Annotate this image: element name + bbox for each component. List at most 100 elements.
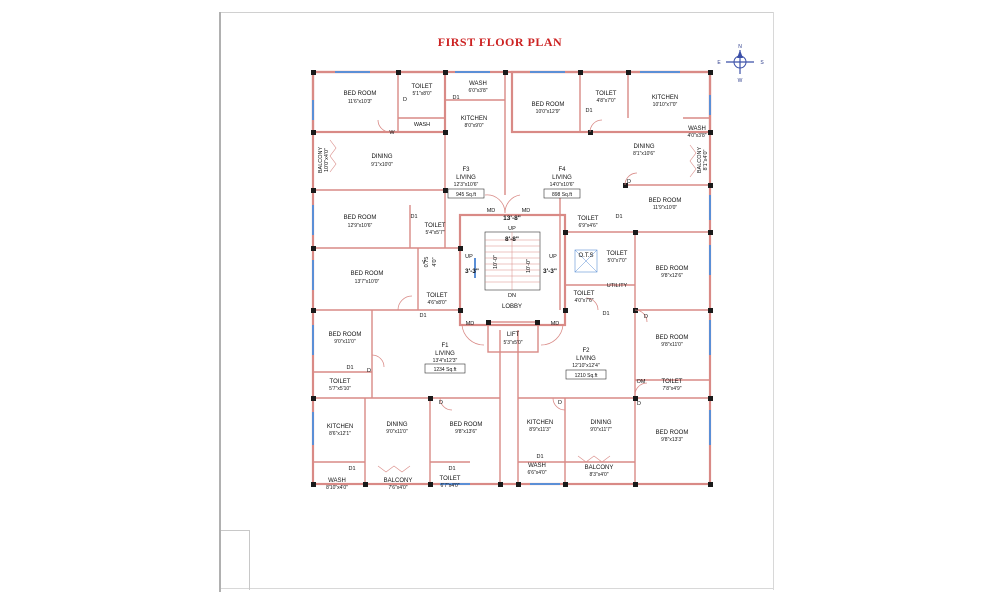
f2-area-box: [565, 369, 607, 380]
f2-bed1-dim: 9'8"x12'6": [661, 273, 683, 279]
f4-toilet2-name: TOILET: [578, 216, 599, 222]
f2-toilet3-name: TOILET: [662, 379, 683, 385]
f3-toilet2-name: TOILET: [425, 223, 446, 229]
compass-n: N: [738, 44, 742, 50]
tag-v-1: V: [422, 260, 426, 266]
f4-living-name: LIVING: [552, 175, 572, 181]
balcony-railings: [329, 139, 697, 473]
f3-bed1-dim: 11'6"x10'3": [348, 99, 372, 105]
f4-bed2-name: BED ROOM: [649, 198, 682, 204]
f2-bed2-name: BED ROOM: [656, 335, 689, 341]
frame-top-border: [221, 12, 773, 13]
ots-name: O.T.S: [578, 253, 593, 259]
columns: [311, 70, 713, 487]
outer-walls: [311, 70, 712, 486]
f1-balcony-name: BALCONY: [384, 478, 413, 484]
tag-d1-2: D1: [585, 108, 592, 114]
f3-balcony-dim: 10'0"x4'0": [324, 148, 330, 172]
f3-bed1-name: BED ROOM: [344, 91, 377, 97]
tag-d1-6: D1: [602, 311, 609, 317]
f2-wash-dim: 6'6"x4'0": [527, 470, 546, 476]
core-up-right: UP: [549, 254, 557, 260]
tag-d-7: D: [558, 400, 562, 406]
tag-d1-9: D1: [536, 454, 543, 460]
f1-kitchen-dim: 8'6"x12'1": [329, 431, 351, 437]
f4-dining-dim: 8'1"x10'6": [633, 151, 655, 157]
f2-living-dim: 12'10"x12'4": [572, 363, 600, 369]
lobby-name: LOBBY: [502, 304, 522, 310]
tag-d1-5: D1: [419, 313, 426, 319]
f2-toilet2-name: TOILET: [574, 291, 595, 297]
f4-living-dim: 14'0"x10'6": [550, 182, 575, 188]
f3-living-name: LIVING: [456, 175, 476, 181]
f3-toilet1-dim: 5'1"x8'0": [412, 91, 431, 97]
f1-bed3-dim: 9'8"x13'6": [455, 429, 477, 435]
tag-om: OM: [637, 379, 646, 385]
frame-inner-divider: [249, 530, 250, 590]
f2-bed2-dim: 9'8"x11'0": [661, 342, 683, 348]
core-up-left: UP: [465, 254, 473, 260]
f3-area-box: [447, 188, 485, 199]
f2-kitchen-name: KITCHEN: [527, 420, 553, 426]
f3-wash-name: WASH: [469, 81, 487, 87]
tag-d1-8: D1: [448, 466, 455, 472]
f1-dining-dim: 9'0"x11'0": [386, 429, 408, 435]
f3-toilet1-name: TOILET: [412, 84, 433, 90]
f4-flat-id: F4: [558, 167, 566, 173]
f4-bed1-name: BED ROOM: [532, 102, 565, 108]
core-dim-mid1: 10'-0": [493, 255, 499, 269]
tag-d1-4: D1: [615, 214, 622, 220]
f1-toilet1-dim: 4'6"x8'0": [427, 300, 446, 306]
f4-area: 898 Sq.ft: [552, 192, 573, 198]
tag-md-2: MD: [522, 208, 531, 214]
f2-area: 1210 Sq.ft: [575, 373, 598, 379]
f1-area-box: [424, 363, 466, 374]
f2-bed1-name: BED ROOM: [656, 266, 689, 272]
lift-dim: 5'3"x5'0": [503, 340, 522, 346]
f2-toilet1-dim: 5'0"x7'0": [607, 258, 626, 264]
f1-bed1-dim: 13'7"x10'0": [355, 279, 380, 285]
f1-toilet1-name: TOILET: [427, 293, 448, 299]
f1-bed2-name: BED ROOM: [329, 332, 362, 338]
f1-kitchen-name: KITCHEN: [327, 424, 353, 430]
frame-bottom-border: [221, 588, 773, 589]
f3-area: 945 Sq.ft: [456, 192, 477, 198]
f4-balcony-name: BALCONY: [697, 147, 703, 174]
core-dim-top: 13'-8": [503, 215, 521, 222]
f1-bed2-dim: 9'0"x11'0": [334, 339, 356, 345]
f3-balcony-name: BALCONY: [318, 147, 324, 174]
f4-area-box: [543, 188, 581, 199]
f4-dining-name: DINING: [634, 144, 655, 150]
f2-dining-name: DINING: [591, 420, 612, 426]
f4-toilet1-dim: 4'8"x7'0": [596, 98, 615, 104]
f4-wash-name: WASH: [688, 126, 706, 132]
tag-d1-1: D1: [452, 95, 459, 101]
interior-walls: [313, 72, 710, 484]
frame-left-border: [219, 12, 221, 592]
f3-kitchen-name: KITCHEN: [461, 116, 487, 122]
tag-d1-7: D1: [348, 466, 355, 472]
f2-wash-name: WASH: [528, 463, 546, 469]
f2-toilet1-name: TOILET: [607, 251, 628, 257]
f4-kitchen-dim: 10'10"x7'0": [653, 102, 678, 108]
f4-bed1-dim: 10'0"x12'9": [536, 109, 561, 115]
core-dim-right: 3'-3": [543, 268, 557, 275]
f2-living-name: LIVING: [576, 356, 596, 362]
compass-w: W: [738, 78, 743, 84]
f2-utility-name: UTILITY: [607, 283, 628, 289]
compass-s: S: [760, 60, 764, 66]
lift-name: LIFT: [507, 332, 520, 338]
f3-dining-name: DINING: [372, 154, 393, 160]
core-dim-left: 3'-3": [465, 268, 479, 275]
f4-balcony-dim: 8'1"x4'0": [703, 149, 709, 170]
f1-area: 1234 Sq.ft: [434, 367, 457, 373]
f3-wash-small-name: WASH: [414, 122, 430, 128]
f4-toilet1-name: TOILET: [596, 91, 617, 97]
ots-small-2: 4'0": [432, 257, 438, 266]
f3-wash-dim: 6'0"x3'8": [468, 88, 487, 94]
f3-living-dim: 12'3"x10'6": [454, 182, 479, 188]
f3-toilet2-dim: 5'4"x5'7": [425, 230, 444, 236]
tag-d-4: D: [637, 401, 641, 407]
f2-toilet3-dim: 7'8"x4'9": [662, 386, 681, 392]
f2-toilet2-dim: 4'0"x7'6": [574, 298, 593, 304]
